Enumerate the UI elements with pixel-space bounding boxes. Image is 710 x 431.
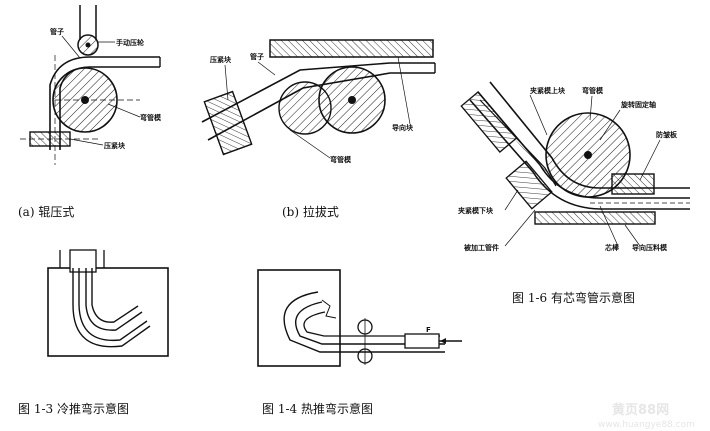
mandrel-label-anti-wrinkle: 防皱板	[656, 130, 678, 139]
clamp-block	[203, 90, 253, 156]
guide-press-die	[534, 211, 656, 225]
draw-bending-figure: 压紧块 管子 弯管模 导向块 (b) 拉拔式	[201, 39, 436, 219]
mandrel-label-clamp-upper: 夹紧模上块	[530, 86, 566, 95]
hot-push-label-f: F	[426, 326, 431, 334]
draw-tube-upper	[201, 62, 435, 123]
roll-label-press-die: 压紧块	[104, 141, 126, 150]
mandrel-label-mandrel: 芯棒	[605, 243, 620, 252]
tube-inner	[59, 66, 160, 150]
cold-push-caption: 图 1-3 冷推弯示意图	[18, 401, 129, 416]
cold-push-figure: 图 1-3 冷推弯示意图	[18, 249, 169, 416]
cold-push-die-frame	[47, 267, 169, 357]
hot-push-tube-outer	[283, 291, 445, 353]
draw-tube-lower	[207, 72, 435, 141]
cold-push-tube-inner	[85, 268, 143, 331]
roll-caption: (a) 辊压式	[18, 205, 74, 219]
hot-push-die-frame	[257, 269, 341, 367]
hot-push-nut	[404, 333, 440, 349]
watermark: 黄页88网 www.huangye88.com	[598, 402, 695, 430]
draw-label-guide-block: 导向块	[392, 123, 414, 132]
mandrel-label-workpiece: 被加工管件	[464, 243, 499, 252]
hot-push-tube-inner	[295, 301, 445, 345]
hot-push-caption: 图 1-4 热推弯示意图	[262, 401, 373, 416]
mandrel-bending-figure: 夹紧模上块 弯管模 旋转固定轴 防皱板 夹紧模下块 被加工管件 芯棒 导向压料模…	[458, 81, 690, 305]
draw-label-bend-die: 弯管模	[330, 155, 352, 164]
roll-bending-figure: 管子 手动压轮 弯管模 压紧块 (a) 辊压式	[18, 5, 162, 219]
roll-label-bend-die: 弯管模	[140, 113, 162, 122]
mandrel-caption: 图 1-6 有芯弯管示意图	[512, 290, 635, 305]
watermark-line1: 黄页88网	[612, 402, 669, 418]
draw-label-tube: 管子	[250, 52, 264, 61]
heating-coil-icon	[321, 299, 337, 319]
clamp-upper-block	[460, 91, 518, 153]
anti-wrinkle-plate	[611, 173, 655, 195]
mandrel-label-guide-press: 导向压料模	[632, 243, 668, 252]
mandrel-label-rotation-axis: 旋转固定轴	[620, 100, 656, 109]
watermark-line2: www.huangye88.com	[598, 420, 695, 430]
roll-label-tube: 管子	[50, 27, 64, 36]
mandrel-label-bend-die: 弯管模	[582, 86, 604, 95]
hot-push-figure: F 图 1-4 热推弯示意图	[257, 269, 462, 416]
draw-label-clamp-block: 压紧块	[210, 55, 232, 64]
draw-caption: (b) 拉拔式	[282, 204, 339, 219]
guide-block	[269, 39, 434, 58]
cold-push-ram	[69, 249, 97, 273]
roll-label-manual-wheel: 手动压轮	[116, 38, 144, 47]
clamp-lower-block	[505, 160, 553, 210]
cold-push-tube-outer	[78, 268, 148, 342]
mandrel-label-clamp-lower: 夹紧模下块	[458, 206, 494, 215]
tube-outer	[49, 56, 160, 150]
